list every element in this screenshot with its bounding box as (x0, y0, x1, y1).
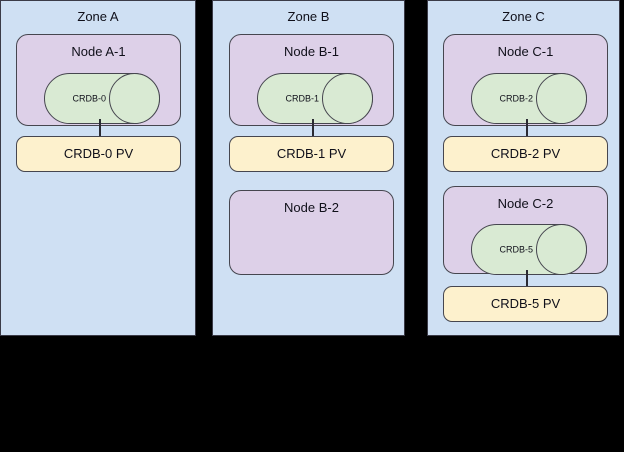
database-label: CRDB-0 (72, 93, 106, 103)
volume-label: CRDB-1 PV (276, 146, 347, 161)
database-label: CRDB-5 (499, 244, 533, 254)
zone-title: Zone B (287, 9, 330, 24)
volume-label: CRDB-5 PV (490, 296, 561, 311)
pv-crdb-5[interactable]: CRDB-5 PV (443, 286, 608, 322)
zone-title: Zone C (502, 9, 545, 24)
database-cylinder-pod-crdb-2: CRDB-2 (471, 73, 587, 124)
node-b-2[interactable]: Node B-2 (229, 190, 394, 275)
database-label: CRDB-1 (285, 93, 319, 103)
database-cylinder-pod-crdb-0: CRDB-0 (44, 73, 160, 124)
connector-line (99, 119, 101, 137)
node-title: Node B-2 (284, 200, 339, 215)
database-cylinder-pod-crdb-1: CRDB-1 (257, 73, 373, 124)
zone-title: Zone A (77, 9, 119, 24)
database-cylinder-pod-crdb-5: CRDB-5 (471, 224, 587, 275)
node-title: Node A-1 (71, 44, 126, 59)
connector-line (526, 270, 528, 288)
connector-line (312, 119, 314, 137)
volume-label: CRDB-2 PV (490, 146, 561, 161)
pv-crdb-0[interactable]: CRDB-0 PV (16, 136, 181, 172)
node-title: Node C-1 (497, 44, 554, 59)
node-title: Node B-1 (284, 44, 339, 59)
connector-line (526, 119, 528, 137)
volume-label: CRDB-0 PV (63, 146, 134, 161)
pv-crdb-2[interactable]: CRDB-2 PV (443, 136, 608, 172)
pv-crdb-1[interactable]: CRDB-1 PV (229, 136, 394, 172)
node-title: Node C-2 (497, 196, 554, 211)
database-label: CRDB-2 (499, 93, 533, 103)
